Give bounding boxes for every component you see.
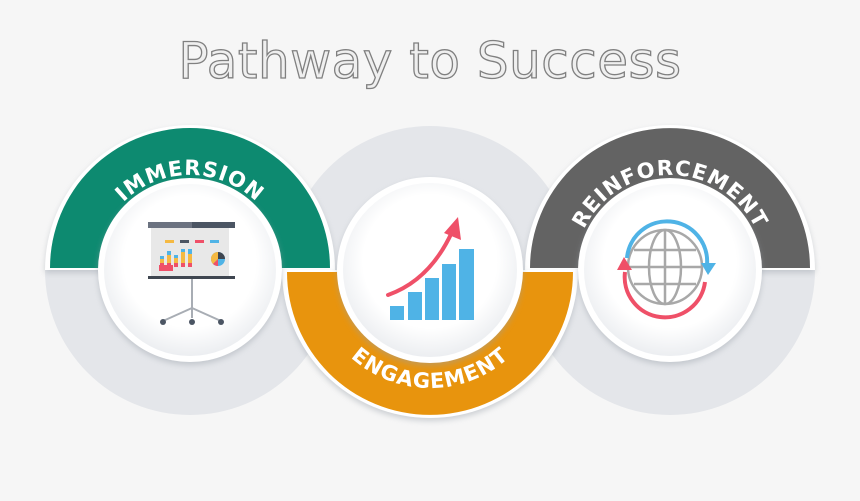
- page-title: Pathway to Success: [178, 31, 682, 90]
- presentation-board-icon: [148, 222, 235, 325]
- growth-bar-chart-icon: [386, 217, 474, 320]
- globe-cycle-icon: [617, 219, 716, 320]
